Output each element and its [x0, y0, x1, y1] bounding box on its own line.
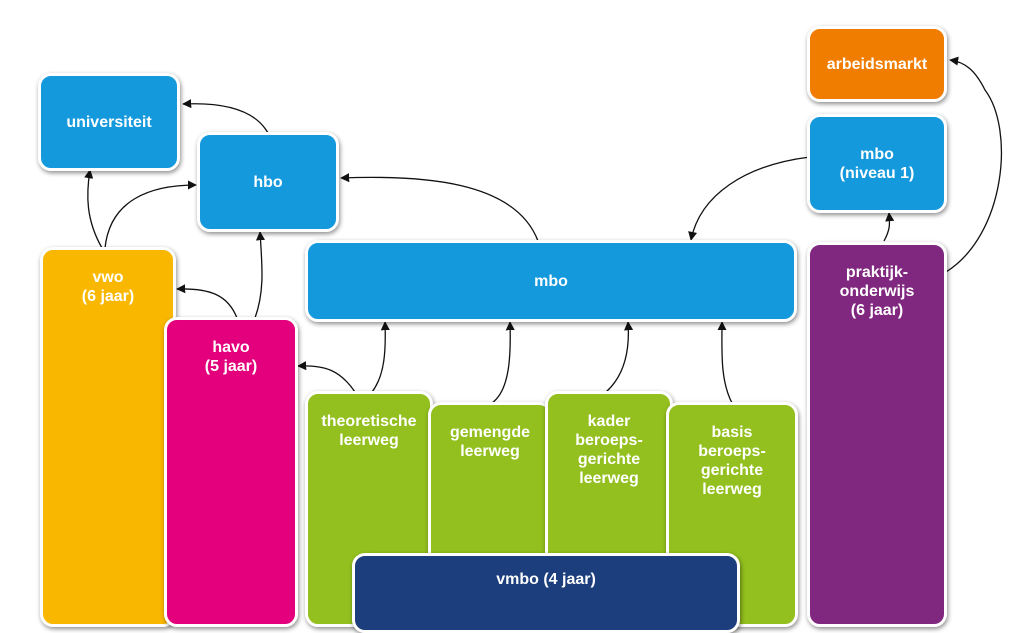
box-kader-beroepsgerichte-leerweg-label: kader beroeps- gerichte leerweg — [575, 413, 643, 487]
box-praktijkonderwijs-label: praktijk- onderwijs (6 jaar) — [839, 264, 915, 319]
box-vwo: vwo (6 jaar) — [40, 247, 176, 627]
arrow-havo-to-vwo — [176, 284, 238, 319]
arrow-vwo-to-universiteit — [84, 169, 103, 249]
box-theoretische-leerweg-label: theoretische leerweg — [321, 413, 417, 449]
arrow-mbo-to-hbo — [340, 173, 539, 242]
box-vmbo-label: vmbo (4 jaar) — [496, 571, 596, 588]
box-hbo: hbo — [197, 132, 339, 232]
box-praktijkonderwijs: praktijk- onderwijs (6 jaar) — [807, 242, 947, 627]
box-mbo-label: mbo — [534, 272, 568, 290]
box-universiteit: universiteit — [38, 73, 180, 171]
box-mbo-niveau-1-label: mbo (niveau 1) — [839, 145, 915, 182]
box-universiteit-label: universiteit — [66, 113, 152, 131]
arrow-havo-to-hbo — [254, 231, 266, 319]
arrow-hbo-to-universiteit — [182, 99, 269, 134]
box-vmbo: vmbo (4 jaar) — [352, 553, 740, 633]
box-mbo: mbo — [305, 240, 797, 322]
box-arbeidsmarkt: arbeidsmarkt — [807, 26, 947, 102]
box-mbo-niveau-1: mbo (niveau 1) — [807, 114, 947, 213]
arrow-theoretische-to-mbo — [371, 321, 390, 393]
arrow-vwo-to-hbo — [104, 180, 197, 249]
arrow-praktijk-to-mbo-niveau1 — [883, 212, 895, 242]
arrow-basis-to-mbo — [717, 321, 733, 404]
arrow-mbo-niveau1-to-mbo — [688, 156, 811, 241]
box-hbo-label: hbo — [253, 173, 283, 191]
box-gemengde-leerweg-label: gemengde leerweg — [449, 424, 530, 460]
box-arbeidsmarkt-label: arbeidsmarkt — [826, 55, 928, 73]
box-vwo-label: vwo (6 jaar) — [81, 269, 135, 305]
arrow-praktijk-to-arbeidsmarkt — [945, 56, 1003, 273]
box-havo: havo (5 jaar) — [164, 317, 298, 627]
arrow-kader-to-mbo — [605, 321, 634, 393]
arrow-theoretische-to-havo — [297, 361, 356, 393]
arrow-gemengde-to-mbo — [491, 321, 515, 404]
box-havo-label: havo (5 jaar) — [204, 339, 258, 375]
connector-arrows — [84, 56, 1003, 404]
box-basis-beroepsgerichte-leerweg-label: basis beroeps- gerichte leerweg — [698, 424, 766, 498]
